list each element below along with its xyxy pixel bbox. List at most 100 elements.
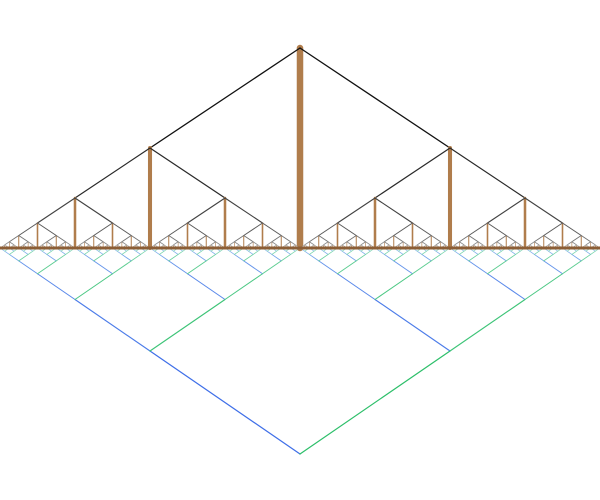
tree-edge-right <box>449 147 526 199</box>
lower-branch-left <box>458 253 470 262</box>
tree-edge-right <box>444 244 449 247</box>
lower-branch-left <box>11 249 15 252</box>
lower-branch-right <box>210 249 214 252</box>
tree-edge-right <box>224 197 264 224</box>
lower-branch-right <box>271 250 277 255</box>
tree-edge-right <box>37 222 57 236</box>
tree-edge-right <box>201 244 205 247</box>
tree-edge-left <box>526 244 531 247</box>
lower-branch-left <box>67 249 71 252</box>
tree-edge-left <box>433 244 437 247</box>
tree-edge-left <box>79 241 85 246</box>
tree-edge-right <box>299 47 451 149</box>
lower-branch-left <box>491 250 498 255</box>
lower-branch-left <box>135 250 142 255</box>
lower-branch-left <box>236 249 240 252</box>
lower-branch-right <box>290 250 296 255</box>
tree-edge-right <box>74 197 114 224</box>
lower-branch-left <box>318 260 338 275</box>
lower-branch-left <box>386 249 390 252</box>
tree-edge-right <box>51 244 55 247</box>
lower-branch-right <box>243 253 254 262</box>
tree-edge-left <box>489 244 493 247</box>
lower-branch-right <box>98 249 102 252</box>
tree-edge-right <box>116 244 120 247</box>
lower-branch-left <box>536 249 540 252</box>
tree-edge-right <box>360 244 364 247</box>
lower-branch-right <box>88 249 92 252</box>
lower-branch-right <box>454 249 458 252</box>
tree-edge-right <box>548 244 552 247</box>
tree-edge-right <box>327 241 334 246</box>
lower-branch-left <box>592 249 596 252</box>
lower-branch-right <box>112 260 132 275</box>
tree-edge-left <box>421 235 432 243</box>
lower-branch-left <box>273 249 277 252</box>
lower-branch-right <box>41 249 45 252</box>
lower-branch-right <box>323 249 327 252</box>
tree-edge-right <box>126 244 130 247</box>
lower-branch-right <box>473 249 477 252</box>
lower-branch-left <box>245 249 249 252</box>
tree-edge-left <box>336 197 376 224</box>
lower-branch-left <box>473 250 479 255</box>
lower-branch-left <box>114 249 118 252</box>
tree-edge-left <box>229 241 235 246</box>
tree-edge-left <box>367 244 371 247</box>
tree-edge-left <box>374 147 451 199</box>
tree-edge-right <box>219 244 224 247</box>
tree-edge-right <box>233 241 240 246</box>
lower-branch-right <box>158 250 165 255</box>
tree-edge-right <box>177 241 184 246</box>
lower-branch-right <box>299 350 451 455</box>
tree-edge-right <box>313 244 317 247</box>
tree-edge-right <box>130 235 142 243</box>
tree-edge-left <box>208 244 212 247</box>
lower-branch-right <box>533 250 540 255</box>
lower-branch-left <box>196 253 207 262</box>
lower-branch-left <box>79 250 85 255</box>
tree-edge-right <box>210 244 214 247</box>
lower-branch-left <box>543 260 563 275</box>
tree-edge-right <box>562 222 582 236</box>
lower-branch-left <box>226 249 231 252</box>
tree-edge-right <box>402 241 409 246</box>
lower-branch-left <box>18 260 38 275</box>
tree-edge-left <box>529 241 535 246</box>
tree-edge-right <box>257 244 261 247</box>
lower-branch-left <box>374 298 451 352</box>
tree-edge-right <box>487 222 507 236</box>
tree-edge-right <box>341 244 345 247</box>
lower-branch-left <box>189 249 193 252</box>
lower-branch-left <box>264 249 268 252</box>
tree-edge-left <box>435 241 442 246</box>
lower-branch-right <box>341 249 345 252</box>
lower-branch-right <box>487 260 507 275</box>
lower-branch-right <box>416 249 420 252</box>
tree-edge-right <box>18 235 29 243</box>
lower-branch-left <box>323 250 329 255</box>
tree-edge-left <box>379 241 385 246</box>
tree-edge-left <box>170 244 174 247</box>
lower-branch-right <box>173 249 177 252</box>
lower-branch-right <box>463 249 467 252</box>
tree-edge-left <box>149 47 301 149</box>
lower-branch-right <box>562 260 582 275</box>
lower-branch-right <box>510 249 514 252</box>
tree-edge-left <box>95 244 99 247</box>
lower-branch-left <box>116 250 123 255</box>
lower-branch-left <box>149 350 301 455</box>
tree-edge-left <box>442 244 446 247</box>
tree-edge-right <box>280 235 292 243</box>
lower-branch-left <box>142 249 146 252</box>
lower-branch-right <box>585 249 589 252</box>
tree-edge-right <box>168 235 179 243</box>
lower-branch-right <box>121 250 127 255</box>
tree-edge-right <box>23 244 27 247</box>
lower-branch-left <box>376 249 381 252</box>
lower-branch-right <box>365 250 371 255</box>
tree-edge-left <box>454 241 460 246</box>
lower-branch-right <box>576 249 580 252</box>
lower-branch-right <box>449 298 526 352</box>
